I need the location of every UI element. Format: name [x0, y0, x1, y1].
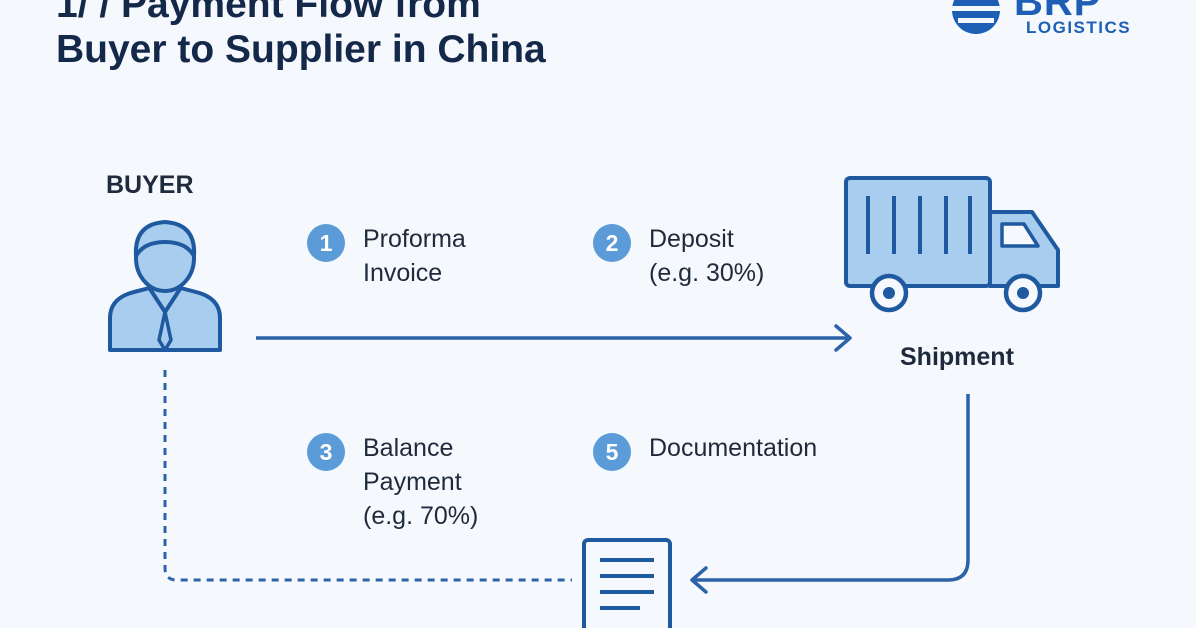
person-icon [108, 220, 222, 352]
step-label: Documentation [649, 434, 818, 462]
buyer-label: BUYER [106, 171, 194, 199]
step-deposit: 2 Deposit (e.g. 30%) [593, 224, 764, 290]
step-label: Balance Payment (e.g. 70%) [363, 434, 479, 530]
title-line-2: Buyer to Supplier in China [56, 28, 546, 71]
logo-subtitle: LOGISTICS [1026, 18, 1132, 37]
step-number-badge: 3 [307, 433, 345, 471]
step-number-badge: 1 [307, 224, 345, 262]
truck-icon [844, 176, 1060, 313]
brand-logo: BRP LOGISTICS [948, 0, 1148, 46]
step-proforma-invoice: 1 Proforma Invoice [307, 224, 466, 290]
step-number-badge: 5 [593, 433, 631, 471]
logo-mark-icon [952, 0, 1000, 34]
step-number-badge: 2 [593, 224, 631, 262]
title-line-1: 1/ / Payment Flow from [56, 0, 481, 26]
document-icon [582, 538, 672, 628]
step-documentation: 5 Documentation [593, 433, 817, 471]
step-label: Deposit (e.g. 30%) [649, 225, 765, 287]
arrow-buyer-to-shipment [256, 324, 852, 352]
dashed-connector-buyer-to-document [163, 370, 572, 582]
step-label: Proforma Invoice [363, 225, 466, 287]
arrow-shipment-to-document [690, 394, 970, 594]
logo-name: BRP [1014, 0, 1102, 24]
step-balance-payment: 3 Balance Payment (e.g. 70%) [307, 433, 478, 533]
shipment-label: Shipment [900, 343, 1014, 371]
